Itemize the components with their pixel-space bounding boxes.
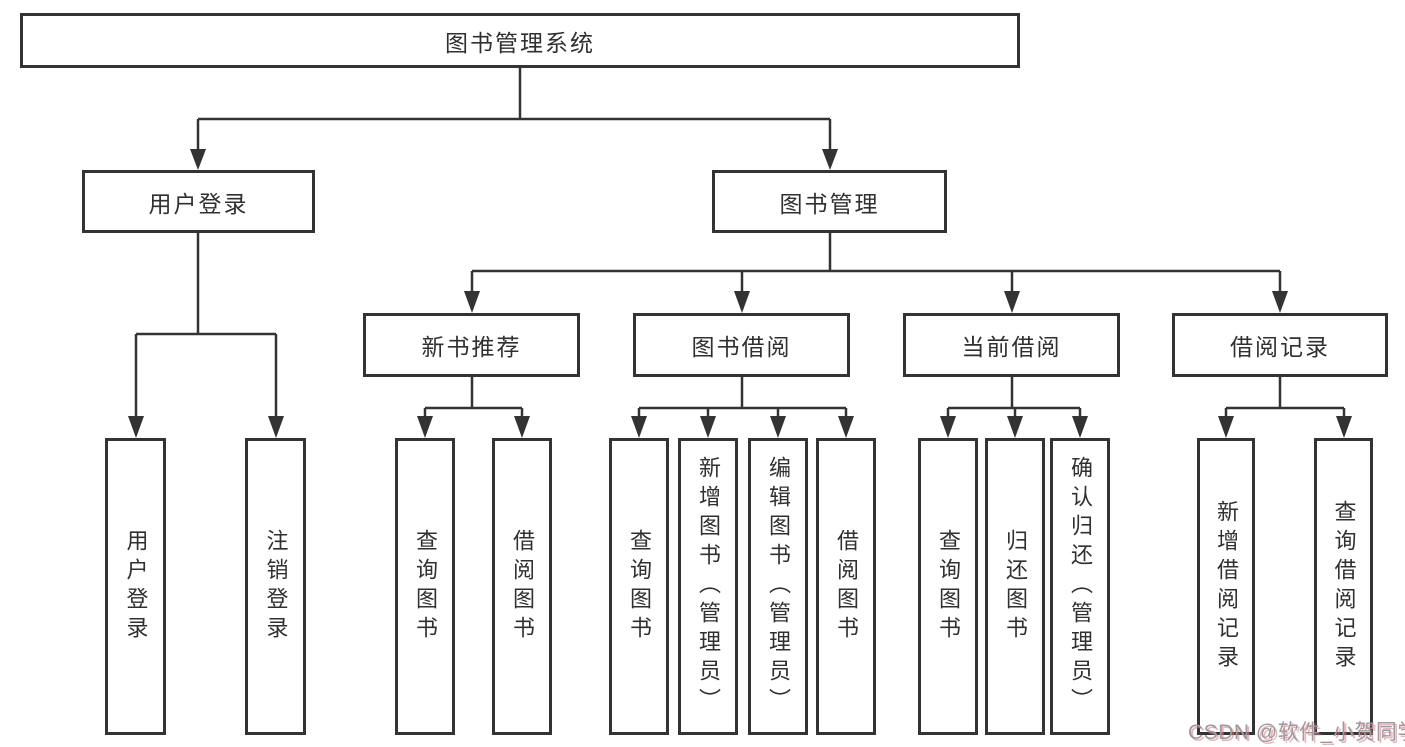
leaf-query-borrowing-record: 查询借阅记录	[1314, 438, 1373, 735]
node-new-book-recommendation: 新书推荐	[363, 313, 580, 377]
watermark: CSDN @软件_小贺同学	[1188, 721, 1405, 744]
edge-arrowheads	[128, 149, 1352, 438]
node-library-management-system: 图书管理系统	[20, 13, 1020, 68]
leaf-confirm-return-admin: 确认归还（管理员）	[1050, 438, 1110, 735]
leaf-query-books-current: 查询图书	[918, 438, 978, 735]
leaf-borrow-books-borrowing: 借阅图书	[816, 438, 876, 735]
node-user-login: 用户登录	[82, 170, 315, 233]
leaf-add-book-admin: 新增图书（管理员）	[678, 438, 738, 735]
leaf-logout: 注销登录	[245, 438, 306, 735]
node-current-borrowing: 当前借阅	[903, 313, 1120, 377]
leaf-user-login: 用户登录	[105, 438, 166, 735]
node-book-management: 图书管理	[712, 170, 947, 233]
node-book-borrowing: 图书借阅	[633, 313, 850, 377]
leaf-edit-book-admin: 编辑图书（管理员）	[748, 438, 808, 735]
edge-strokes	[134, 68, 1346, 417]
leaf-borrow-books-recommend: 借阅图书	[492, 438, 552, 735]
leaf-query-books-borrowing: 查询图书	[609, 438, 669, 735]
node-borrowing-records: 借阅记录	[1172, 313, 1388, 377]
leaf-return-books: 归还图书	[985, 438, 1045, 735]
leaf-add-borrowing-record: 新增借阅记录	[1197, 438, 1255, 735]
leaf-query-books-recommend: 查询图书	[395, 438, 455, 735]
